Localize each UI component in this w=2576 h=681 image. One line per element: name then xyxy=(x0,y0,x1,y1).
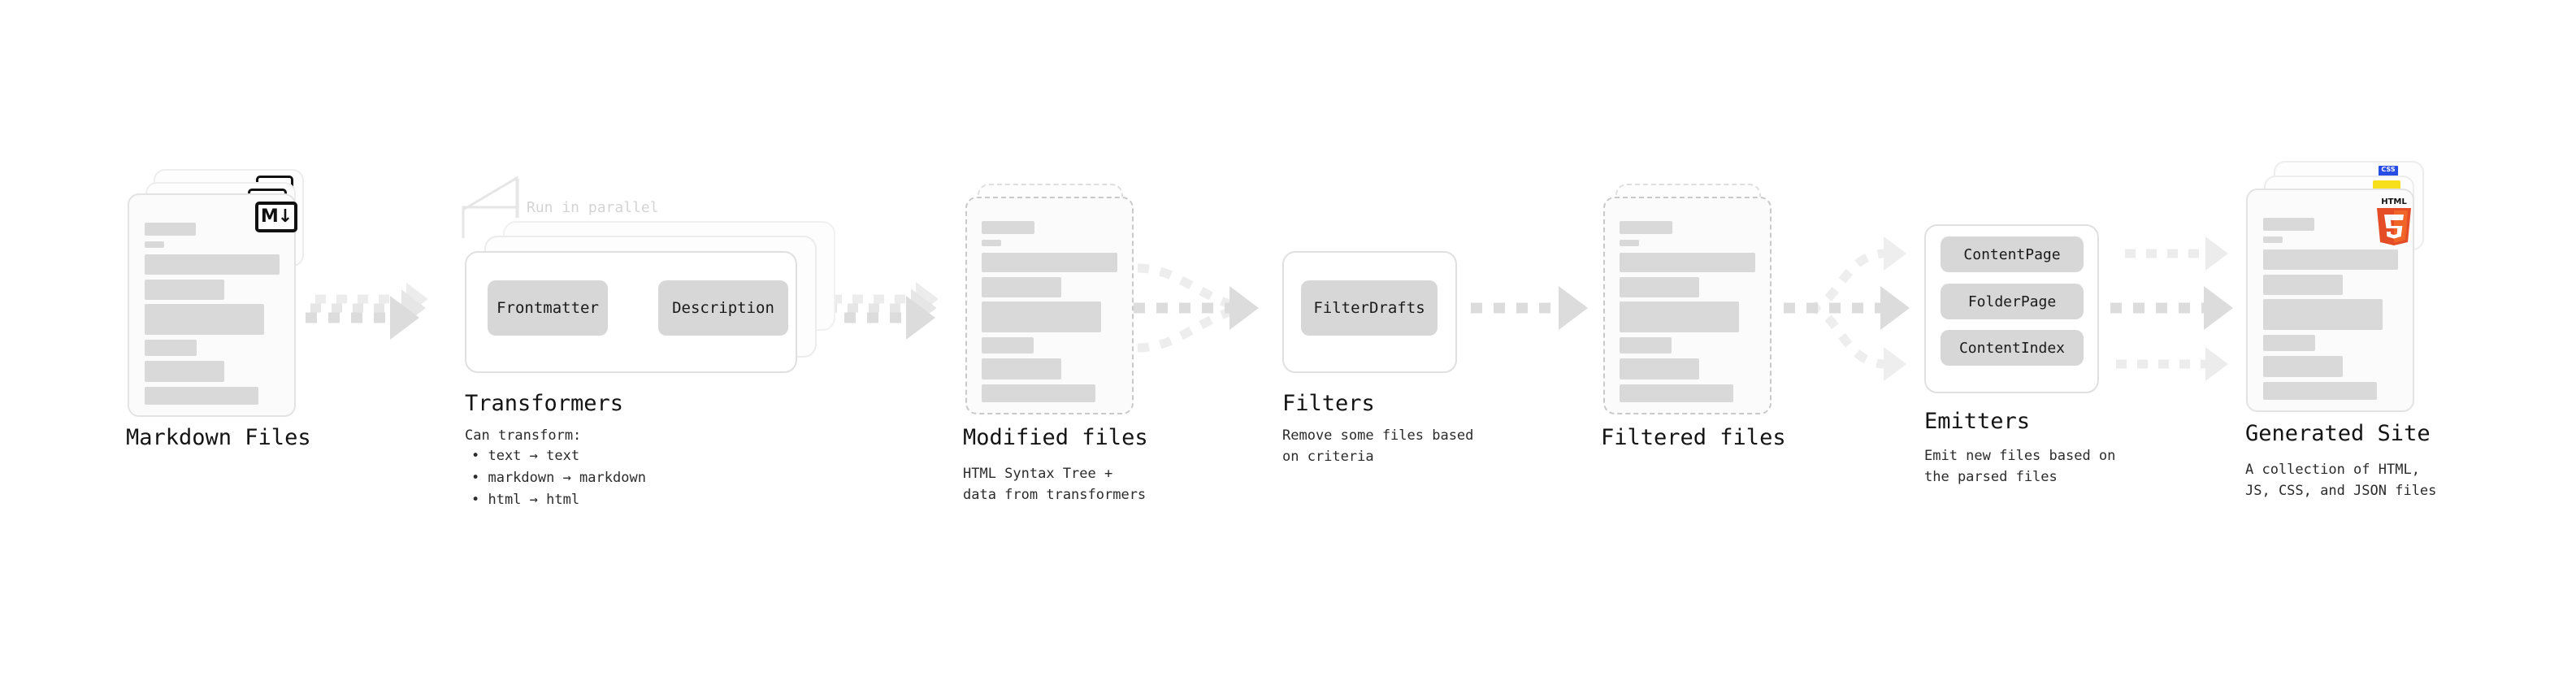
stage-title-emitters: Emitters xyxy=(1924,409,2031,434)
connector-modified-to-filters xyxy=(1134,263,1259,353)
skeleton-bar xyxy=(982,301,1101,332)
svg-text:HTML: HTML xyxy=(2381,197,2407,206)
skeleton-bar xyxy=(2263,335,2315,351)
skeleton-bar xyxy=(1620,337,1672,354)
skeleton-bar xyxy=(982,384,1095,402)
html5-icon: HTML xyxy=(2373,195,2415,245)
stage-title-filters: Filters xyxy=(1282,391,1375,416)
skeleton-bar xyxy=(1620,384,1733,402)
stage-title-generated-site: Generated Site xyxy=(2245,421,2431,446)
skeleton-bar xyxy=(1620,253,1755,272)
transformers-bullet-item: • markdown → markdown xyxy=(471,470,646,486)
skeleton-bar xyxy=(2263,249,2398,270)
connector-md-to-transformers xyxy=(306,282,428,340)
transformer-chip-description[interactable]: Description xyxy=(658,280,788,336)
skeleton-bar xyxy=(982,240,1001,246)
connector-filtered-to-emitters xyxy=(1784,236,1910,382)
skeleton-bar xyxy=(145,340,197,356)
stage-title-filtered-files: Filtered files xyxy=(1601,425,1786,450)
skeleton-bar xyxy=(1620,277,1699,297)
skeleton-bar xyxy=(1620,301,1739,332)
stage-subtitle-filters: Remove some files based on criteria xyxy=(1282,427,1474,465)
emitter-chip-contentindex[interactable]: ContentIndex xyxy=(1941,330,2084,366)
skeleton-bar xyxy=(1620,221,1672,234)
skeleton-bar xyxy=(982,277,1061,297)
transformers-bullet-item: • text → text xyxy=(471,448,580,464)
html5-icon-svg: HTML xyxy=(2377,197,2411,245)
emitter-chip-folderpage[interactable]: FolderPage xyxy=(1941,284,2084,319)
stage-subtitle-emitters: Emit new files based on the parsed files xyxy=(1924,448,2116,485)
skeleton-bar xyxy=(2263,382,2377,400)
stage-subtitle-modified-files: HTML Syntax Tree + data from transformer… xyxy=(963,466,1147,503)
skeleton-bar xyxy=(145,387,258,405)
skeleton-bar xyxy=(982,221,1034,234)
stage-title-transformers: Transformers xyxy=(465,391,624,416)
skeleton-bar xyxy=(145,304,264,335)
transformer-chip-frontmatter[interactable]: Frontmatter xyxy=(488,280,608,336)
filter-chip-filterdrafts[interactable]: FilterDrafts xyxy=(1301,280,1438,336)
markdown-badge: M↓ xyxy=(255,202,297,232)
css-badge: CSS xyxy=(2379,166,2398,177)
skeleton-bar xyxy=(2263,356,2343,377)
css-badge-label: CSS xyxy=(2381,166,2396,173)
skeleton-bar xyxy=(2263,299,2383,330)
connector-filters-to-filtered xyxy=(1471,286,1588,330)
skeleton-bar xyxy=(145,254,280,275)
transformers-bullet-item: • html → html xyxy=(471,492,580,508)
stage-title-modified-files: Modified files xyxy=(963,425,1148,450)
skeleton-bar xyxy=(145,223,196,236)
skeleton-bar xyxy=(2263,218,2314,231)
skeleton-bar xyxy=(2263,275,2343,295)
connector-transformers-to-modified xyxy=(822,281,939,340)
skeleton-bar xyxy=(145,241,164,248)
skeleton-bar xyxy=(982,337,1034,354)
skeleton-bar xyxy=(145,361,224,382)
stage-title-markdown-files: Markdown Files xyxy=(126,425,311,450)
skeleton-bar xyxy=(1620,240,1639,246)
stage-subtitle-transformers: Can transform: xyxy=(465,427,582,444)
transformers-bullet-list: • text → text • markdown → markdown • ht… xyxy=(471,445,646,511)
connector-emitters-to-site xyxy=(2110,236,2233,382)
skeleton-bar xyxy=(982,253,1117,272)
skeleton-bar xyxy=(145,280,224,300)
run-in-parallel-note: Run in parallel xyxy=(527,199,659,216)
emitter-chip-contentpage[interactable]: ContentPage xyxy=(1941,236,2084,272)
skeleton-bar xyxy=(1620,358,1699,380)
stage-subtitle-generated-site: A collection of HTML, JS, CSS, and JSON … xyxy=(2245,462,2437,499)
skeleton-bar xyxy=(982,358,1061,380)
skeleton-bar xyxy=(2263,236,2283,243)
